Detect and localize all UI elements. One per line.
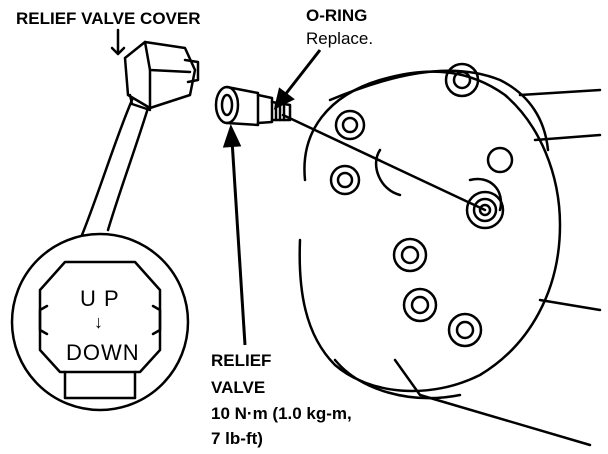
inset-view xyxy=(10,232,190,412)
relief-valve-label-line1: RELIEF xyxy=(211,351,272,370)
cover-leader-left xyxy=(80,98,134,237)
relief-valve-cover-shape xyxy=(123,40,200,112)
o-ring-note: Replace. xyxy=(306,29,374,48)
relief-valve-label-line2: VALVE xyxy=(211,378,266,397)
inset-up-text: U P xyxy=(80,286,120,311)
torque-spec-line2: 7 lb-ft) xyxy=(211,429,263,448)
cover-pointer xyxy=(110,28,126,56)
relief-valve-arrow xyxy=(222,123,247,346)
torque-spec-line1: 10 N·m (1.0 kg-m, xyxy=(211,404,352,423)
o-ring-label: O-RING xyxy=(306,6,368,25)
cover-leader-right xyxy=(106,106,150,232)
alignment-line xyxy=(281,113,487,212)
inset-arrow-glyph: ↓ xyxy=(94,312,104,332)
relief-valve-cover-label: RELIEF VALVE COVER xyxy=(16,9,201,28)
compressor-body xyxy=(298,62,602,447)
inset-down-text: DOWN xyxy=(66,340,140,365)
o-ring-arrow xyxy=(273,49,322,110)
